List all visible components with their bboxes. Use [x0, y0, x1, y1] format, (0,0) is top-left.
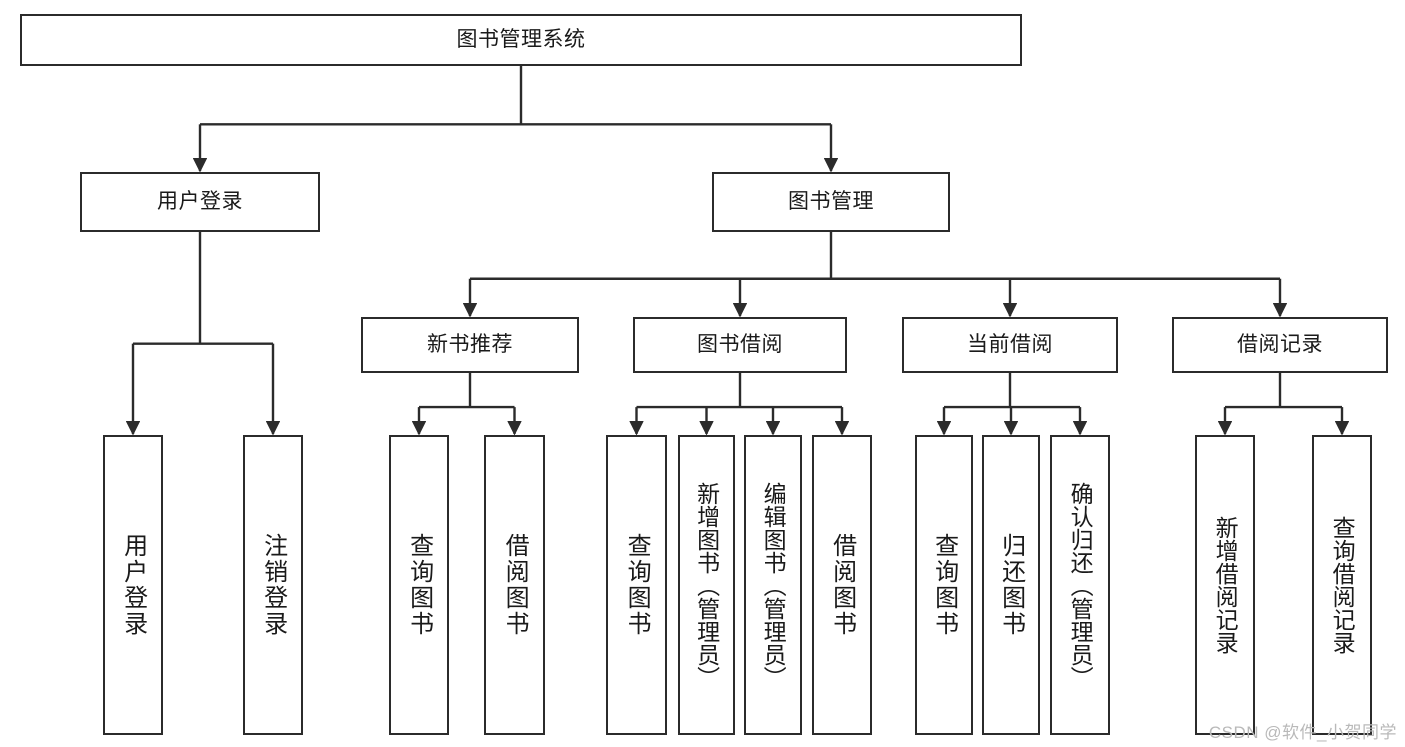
node-label: 借阅图书	[501, 533, 529, 637]
node-label: 用户登录	[157, 189, 243, 213]
node-label: 图书借阅	[697, 332, 783, 356]
node-label: 归还图书	[997, 533, 1025, 637]
node-login[interactable]: 用户登录	[80, 172, 320, 232]
node-label: 用户登录	[119, 533, 147, 637]
node-label: 确认归还（管理员）	[1067, 481, 1094, 689]
node-leaf-nb-borrow[interactable]: 借阅图书	[484, 435, 545, 735]
node-current[interactable]: 当前借阅	[902, 317, 1118, 373]
node-leaf-cb-query[interactable]: 查询图书	[915, 435, 973, 735]
node-label: 借阅记录	[1237, 332, 1323, 356]
watermark: CSDN @软件_小贺同学	[1208, 723, 1397, 742]
node-leaf-nb-query[interactable]: 查询图书	[389, 435, 449, 735]
node-bookmgmt[interactable]: 图书管理	[712, 172, 950, 232]
node-label: 新书推荐	[427, 332, 513, 356]
node-label: 查询图书	[930, 533, 958, 637]
node-label: 新增图书（管理员）	[693, 481, 720, 689]
node-leaf-rc-query[interactable]: 查询借阅记录	[1312, 435, 1372, 735]
node-leaf-bw-edit[interactable]: 编辑图书（管理员）	[744, 435, 802, 735]
node-leaf-bw-add[interactable]: 新增图书（管理员）	[678, 435, 735, 735]
node-label: 图书管理系统	[456, 27, 586, 51]
node-label: 查询借阅记录	[1329, 516, 1356, 654]
node-newbook[interactable]: 新书推荐	[361, 317, 579, 373]
node-leaf-bw-query[interactable]: 查询图书	[606, 435, 667, 735]
node-label: 借阅图书	[828, 533, 856, 637]
node-records[interactable]: 借阅记录	[1172, 317, 1388, 373]
node-label: 新增借阅记录	[1212, 516, 1239, 654]
node-leaf-cb-confirm[interactable]: 确认归还（管理员）	[1050, 435, 1110, 735]
node-label: 编辑图书（管理员）	[760, 481, 787, 689]
node-leaf-bw-borrow[interactable]: 借阅图书	[812, 435, 872, 735]
node-leaf-user-logout[interactable]: 注销登录	[243, 435, 303, 735]
node-label: 查询图书	[623, 533, 651, 637]
node-borrow[interactable]: 图书借阅	[633, 317, 847, 373]
node-label: 图书管理	[788, 189, 874, 213]
node-label: 当前借阅	[967, 332, 1053, 356]
node-root[interactable]: 图书管理系统	[20, 14, 1022, 66]
node-label: 查询图书	[405, 533, 433, 637]
node-label: 注销登录	[259, 533, 287, 637]
node-leaf-user-login[interactable]: 用户登录	[103, 435, 163, 735]
node-leaf-cb-return[interactable]: 归还图书	[982, 435, 1040, 735]
node-leaf-rc-add[interactable]: 新增借阅记录	[1195, 435, 1255, 735]
